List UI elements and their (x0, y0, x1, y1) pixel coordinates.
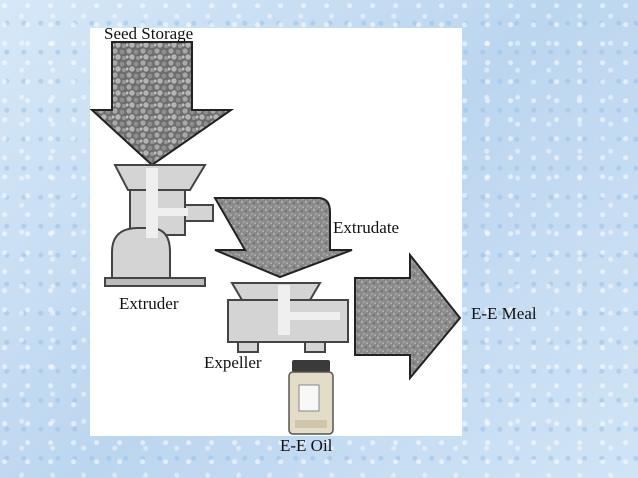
ee-oil-label: E-E Oil (280, 436, 333, 455)
extruder-label: Extruder (119, 294, 179, 313)
ee-oil-jar (288, 360, 334, 435)
extrudate-chute (213, 197, 353, 279)
seed-storage-arrow (89, 41, 235, 167)
expeller-machine (227, 282, 349, 353)
extruder-machine (104, 164, 214, 287)
seed-storage-label: Seed Storage (104, 24, 194, 43)
ee-meal-arrow (354, 252, 462, 381)
expeller-label: Expeller (204, 353, 262, 372)
ee-meal-label: E-E Meal (471, 304, 537, 323)
extrudate-label: Extrudate (333, 218, 400, 237)
